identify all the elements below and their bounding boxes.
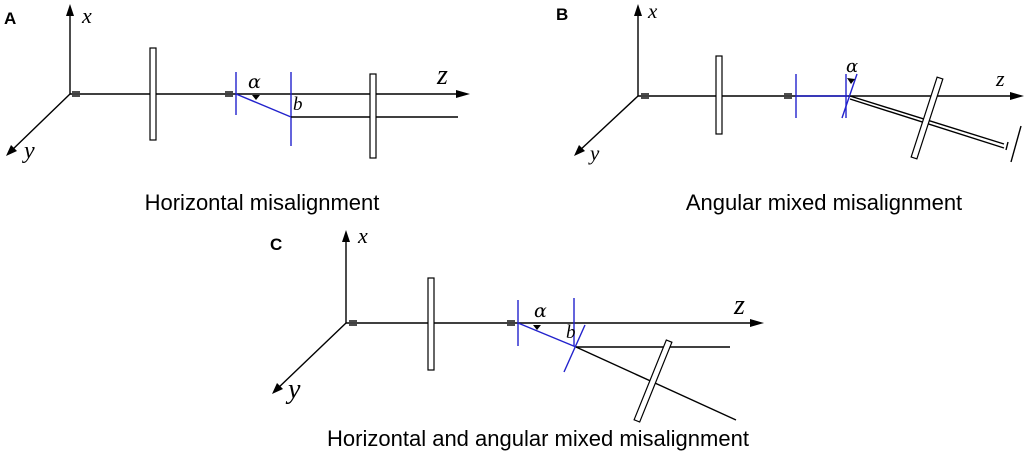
panel-c-x-label: x [357, 223, 368, 248]
panel-a-disk-2 [369, 73, 377, 159]
panel-a-x-arrow [66, 4, 74, 16]
panel-b-letter: B [556, 5, 568, 24]
panel-a-coupling-link [235, 93, 292, 118]
panel-a: A x y z α b Horizontal misalignment [4, 3, 470, 215]
panel-a-offset-label: b [293, 94, 303, 115]
panel-c-caption: Horizontal and angular mixed misalignmen… [327, 426, 749, 451]
panel-b-coupling-flange-tilted [841, 73, 858, 119]
panel-c-z-arrow [750, 319, 764, 327]
panel-c-letter: C [270, 235, 282, 254]
panel-c-offset-label: b [566, 322, 576, 343]
panel-c-z-label: z [733, 290, 745, 321]
panel-c-y-axis [275, 322, 347, 391]
panel-b-y-axis [577, 95, 639, 153]
panel-a-z-arrow [456, 90, 470, 98]
panel-b-caption: Angular mixed misalignment [686, 190, 962, 215]
panel-c-disk-1 [427, 277, 435, 371]
panel-a-z-label: z [436, 60, 448, 91]
panel-a-caption: Horizontal misalignment [145, 190, 380, 215]
panel-a-y-axis [9, 93, 71, 153]
panel-b-angle-arrow [847, 78, 855, 84]
panel-c-coupling-flange-tilted [563, 324, 586, 373]
panel-b-x-arrow [634, 4, 642, 16]
panel-a-angle-arrow [252, 95, 260, 100]
panel-b-y-arrow [574, 145, 585, 156]
panel-c-y-arrow [272, 383, 283, 394]
panel-b-angle-label: α [846, 56, 858, 77]
panel-b-y-label: y [588, 141, 600, 165]
panel-c-angle-arrow [533, 325, 541, 330]
panel-c: C x y z α b Horizontal and angul [270, 223, 764, 451]
panel-c-y-label: y [285, 374, 301, 405]
panel-b-disk-2 [910, 76, 944, 160]
panel-c-coupling-link [517, 322, 577, 348]
panel-a-y-arrow [6, 145, 17, 156]
panel-c-tilted-shaft [575, 346, 737, 421]
panel-a-angle-label: α [248, 71, 261, 93]
panel-b: B x y z α Angular mixed mi [556, 0, 1024, 215]
panel-b-x-label: x [647, 0, 658, 23]
panel-b-z-label: z [995, 66, 1005, 91]
panel-b-end-tick [1005, 141, 1009, 151]
panel-a-x-label: x [81, 3, 92, 28]
panel-b-disk-1 [715, 55, 723, 135]
panel-c-x-arrow [342, 230, 350, 242]
panel-b-z-arrow [1010, 92, 1024, 100]
panel-a-disk-1 [149, 47, 157, 141]
panel-b-end-support [1010, 125, 1022, 163]
panel-a-y-label: y [22, 138, 35, 164]
panel-c-angle-label: α [534, 300, 547, 322]
panel-a-letter: A [4, 9, 16, 28]
panel-c-disk-2 [633, 339, 673, 423]
